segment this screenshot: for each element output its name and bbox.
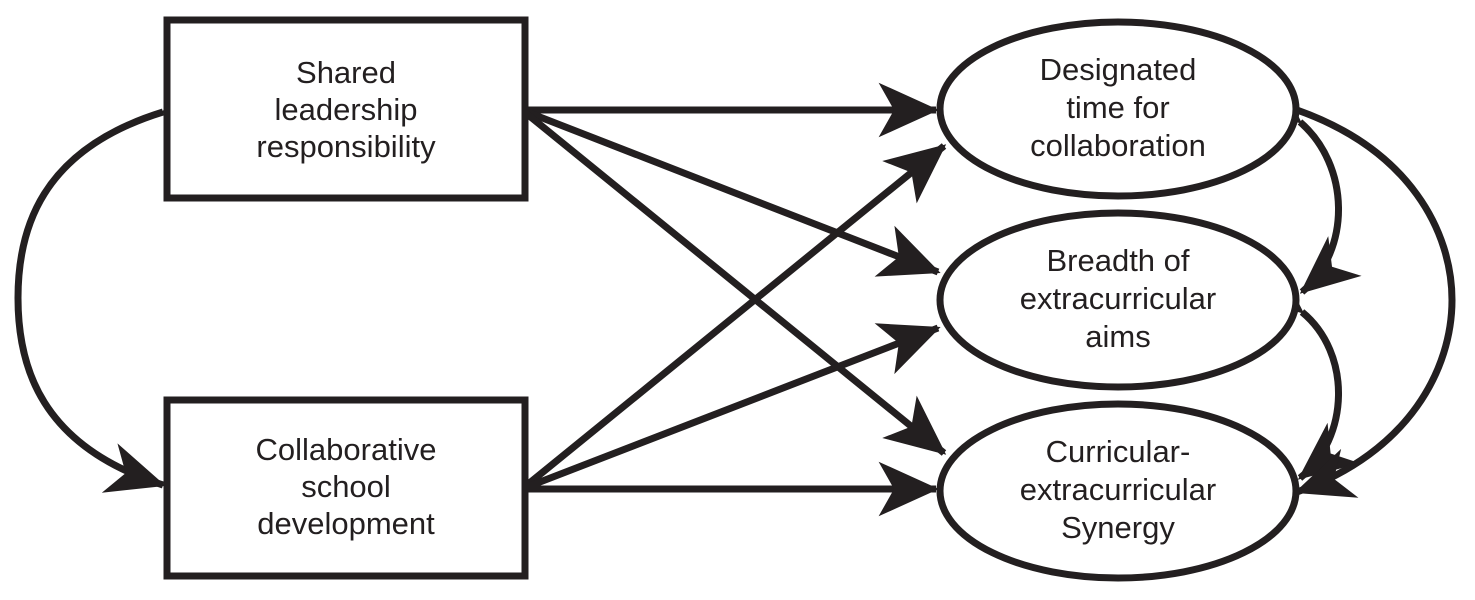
path-arrows-group (524, 82, 947, 517)
node-shared-leadership-responsibility[interactable]: Shared leadership responsibility (163, 16, 529, 202)
node-collaborative-school-development[interactable]: Collaborative school development (163, 396, 529, 580)
node-label: Designated (1040, 52, 1197, 87)
cov-breadth-synergy (1242, 256, 1360, 481)
node-label: Breadth of (1046, 243, 1189, 278)
cov-time-breadth (1240, 65, 1362, 295)
cov-predictors (14, 70, 225, 493)
path-slr-to-synergy (524, 111, 947, 456)
node-label: responsibility (256, 129, 436, 164)
node-box-shape (163, 16, 529, 202)
node-box-shape (163, 396, 529, 580)
node-designated-time-for-collaboration[interactable]: Designated time for collaboration (936, 18, 1300, 200)
outcome-nodes-group: Designated time for collaboration Breadt… (936, 18, 1300, 582)
path-slr-to-breadth (525, 108, 941, 277)
node-label: Collaborative (256, 432, 437, 467)
node-label: development (257, 506, 435, 541)
node-ellipse-shape (936, 209, 1300, 391)
covariance-curves-group (14, 65, 1456, 498)
node-label: aims (1085, 319, 1150, 354)
node-curricular-extracurricular-synergy[interactable]: Curricular- extracurricular Synergy (936, 400, 1300, 582)
node-breadth-of-extracurricular-aims[interactable]: Breadth of extracurricular aims (936, 209, 1300, 391)
path-csd-to-breadth (525, 323, 941, 491)
node-ellipse-shape (936, 400, 1300, 582)
node-label: Shared (296, 55, 396, 90)
cov-time-synergy (1235, 66, 1456, 498)
node-label: Curricular- (1046, 434, 1191, 469)
node-label: Synergy (1061, 510, 1175, 545)
node-label: school (301, 469, 391, 504)
predictor-nodes-group: Shared leadership responsibility Collabo… (163, 16, 529, 580)
node-label: leadership (274, 92, 417, 127)
node-label: time for (1066, 90, 1169, 125)
node-label: extracurricular (1020, 472, 1216, 507)
node-ellipse-shape (936, 18, 1300, 200)
node-label: extracurricular (1020, 281, 1216, 316)
path-csd-to-time (524, 143, 947, 488)
node-label: collaboration (1030, 128, 1206, 163)
